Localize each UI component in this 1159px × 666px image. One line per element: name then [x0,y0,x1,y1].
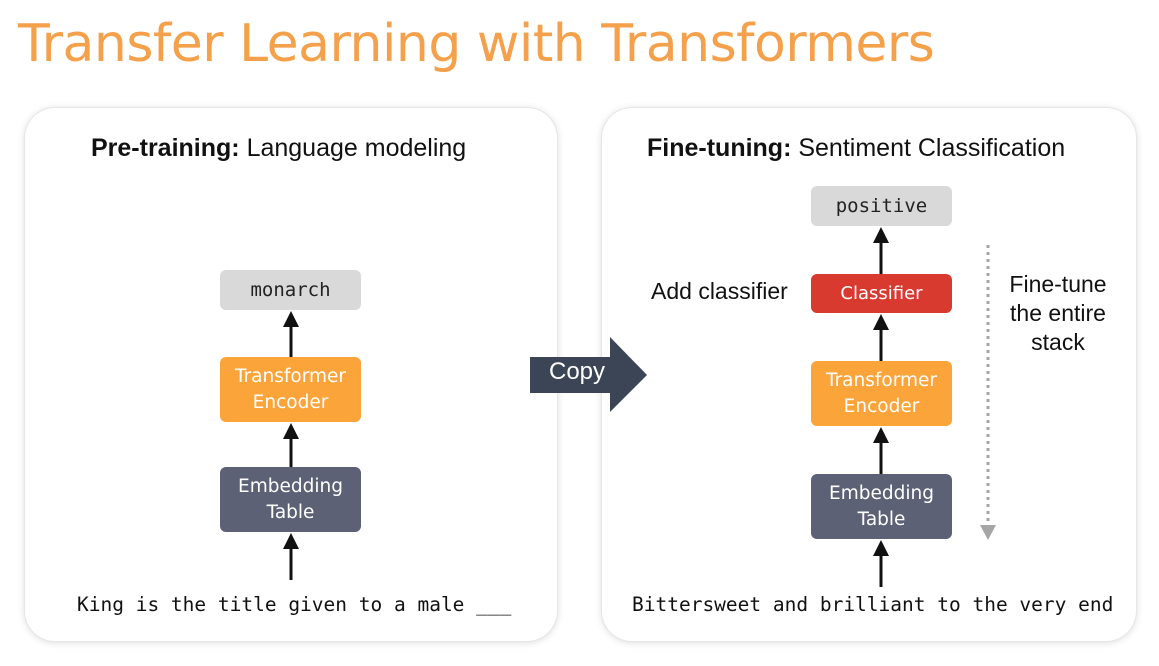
pretraining-embedding-table: Embedding Table [220,467,361,532]
finetuning-transformer-encoder: Transformer Encoder [811,361,952,426]
copy-arrow-shape [530,337,647,412]
slide-title: Transfer Learning with Transformers [18,14,935,74]
pretraining-input-text: King is the title given to a male ___ [77,593,512,616]
copy-arrow-label: Copy [548,358,606,385]
pretraining-output-token: monarch [220,270,361,310]
arrow-encoder-to-output-left [283,311,299,357]
pretraining-heading-rest: Language modeling [239,134,467,162]
pretraining-heading-bold: Pre-training: [91,134,240,162]
arrow-classifier-to-output [873,227,889,274]
arrow-embedding-to-encoder-right [873,427,889,474]
finetuning-heading-bold: Fine-tuning: [647,134,792,162]
finetuning-output-token: positive [811,186,952,226]
add-classifier-label: Add classifier [651,278,788,304]
arrow-input-to-embedding-right [873,540,889,587]
finetuning-heading: Fine-tuning: Sentiment Classification [647,134,1065,163]
arrow-embedding-to-encoder-left [283,423,299,467]
finetuning-embedding-table: Embedding Table [811,474,952,539]
finetuning-heading-rest: Sentiment Classification [791,134,1066,162]
finetune-stack-note: Fine-tune the entire stack [1009,271,1107,355]
pretraining-transformer-encoder: Transformer Encoder [220,357,361,422]
finetuning-input-text: Bittersweet and brilliant to the very en… [632,593,1114,616]
arrow-input-to-embedding-left [283,533,299,580]
arrow-encoder-to-classifier [873,314,889,361]
finetune-dotted-arrow [980,245,996,540]
classifier-box: Classifier [811,274,952,313]
pretraining-heading: Pre-training: Language modeling [91,134,466,163]
